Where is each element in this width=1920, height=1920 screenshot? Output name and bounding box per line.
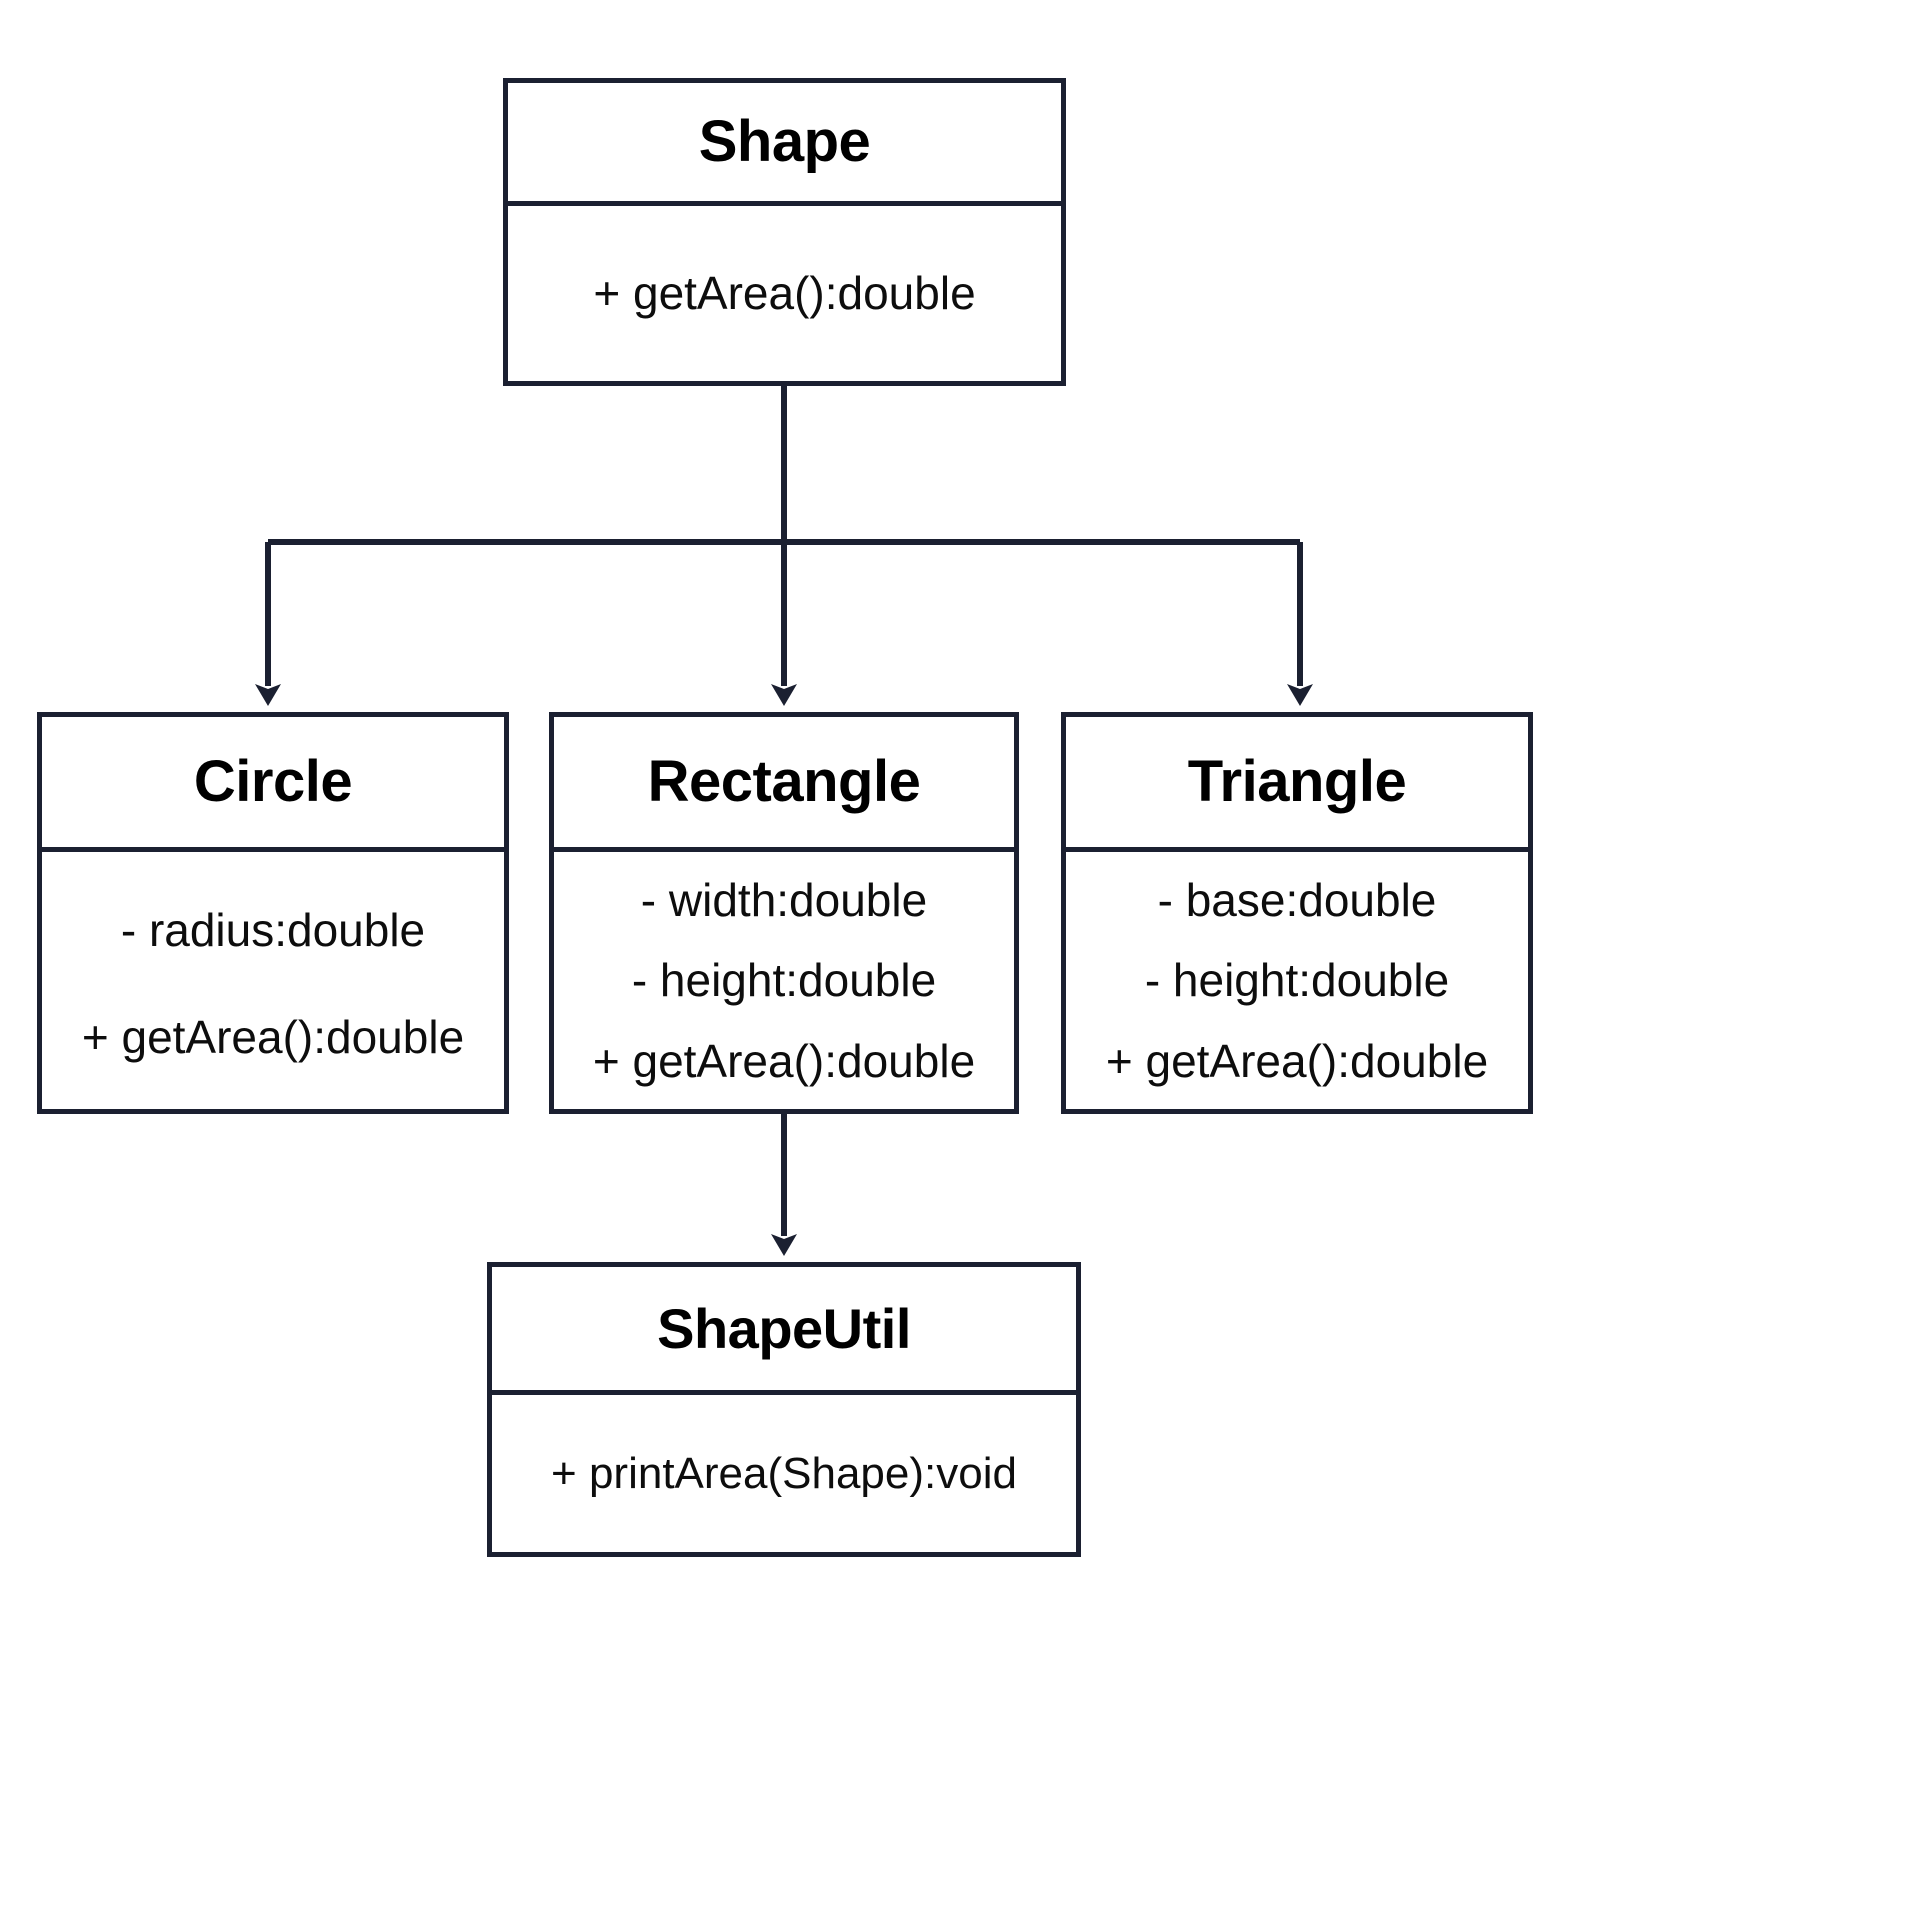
uml-class-members: + printArea(Shape):void [492,1395,1076,1552]
uml-member: + printArea(Shape):void [551,1448,1017,1498]
uml-member: - height:double [631,954,937,1007]
uml-class-shapeutil[interactable]: ShapeUtil + printArea(Shape):void [487,1262,1081,1557]
uml-member: - height:double [1144,954,1450,1007]
uml-class-name: ShapeUtil [657,1296,911,1360]
uml-class-members: + getArea():double [508,206,1061,381]
uml-class-name: Shape [698,109,871,174]
uml-class-title-row: Triangle [1066,717,1528,852]
uml-class-title-row: Circle [42,717,504,852]
uml-member: - width:double [640,874,928,927]
uml-class-rectangle[interactable]: Rectangle - width:double - height:double… [549,712,1019,1114]
uml-class-circle[interactable]: Circle - radius:double + getArea():doubl… [37,712,509,1114]
uml-class-triangle[interactable]: Triangle - base:double - height:double +… [1061,712,1533,1114]
uml-member: - radius:double [120,904,426,957]
uml-class-members: - radius:double + getArea():double [42,852,504,1109]
uml-class-members: - base:double - height:double + getArea(… [1066,852,1528,1109]
uml-class-name: Rectangle [647,749,921,814]
uml-class-title-row: Shape [508,83,1061,206]
uml-class-shape[interactable]: Shape + getArea():double [503,78,1066,386]
uml-member: - base:double [1157,874,1437,927]
uml-class-name: Triangle [1187,749,1407,814]
uml-member: + getArea():double [593,267,976,320]
uml-class-members: - width:double - height:double + getArea… [554,852,1014,1109]
uml-class-title-row: Rectangle [554,717,1014,852]
uml-class-title-row: ShapeUtil [492,1267,1076,1395]
uml-member: + getArea():double [592,1034,976,1087]
uml-member: + getArea():double [81,1010,465,1063]
uml-class-name: Circle [193,749,353,814]
uml-member: + getArea():double [1105,1034,1489,1087]
